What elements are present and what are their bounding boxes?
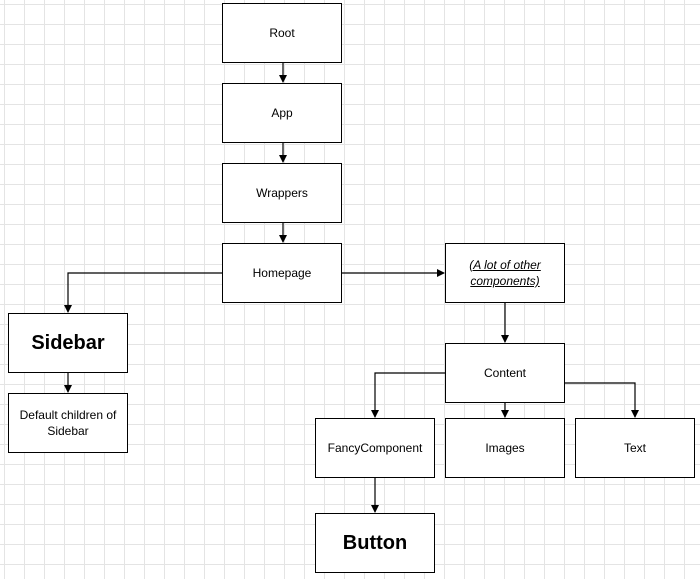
node-app[interactable]: App (222, 83, 342, 143)
node-root[interactable]: Root (222, 3, 342, 63)
node-homepage[interactable]: Homepage (222, 243, 342, 303)
node-content-label: Content (483, 365, 527, 380)
edge-content-fancy (371, 372, 445, 418)
node-other-components[interactable]: (A lot of other components) (445, 243, 565, 303)
node-sidebar[interactable]: Sidebar (8, 313, 128, 373)
edge-homepage-sidebar (64, 272, 222, 313)
node-app-label: App (271, 105, 293, 120)
node-other-components-label: (A lot of other components) (469, 257, 541, 288)
node-sidebar-label: Sidebar (31, 331, 105, 354)
node-root-label: Root (269, 25, 295, 40)
node-fancy-component-label: FancyComponent (327, 440, 423, 455)
node-button[interactable]: Button (315, 513, 435, 573)
node-wrappers[interactable]: Wrappers (222, 163, 342, 223)
node-wrappers-label: Wrappers (256, 185, 308, 200)
node-fancy-component[interactable]: FancyComponent (315, 418, 435, 478)
edge-content-text (565, 382, 639, 418)
node-sidebar-children-label: Default children of Sidebar (19, 407, 117, 438)
node-homepage-label: Homepage (252, 265, 312, 280)
node-text[interactable]: Text (575, 418, 695, 478)
node-images-label: Images (485, 440, 525, 455)
node-button-label: Button (342, 531, 408, 554)
node-sidebar-children[interactable]: Default children of Sidebar (8, 393, 128, 453)
node-images[interactable]: Images (445, 418, 565, 478)
node-text-label: Text (623, 440, 646, 455)
node-content[interactable]: Content (445, 343, 565, 403)
